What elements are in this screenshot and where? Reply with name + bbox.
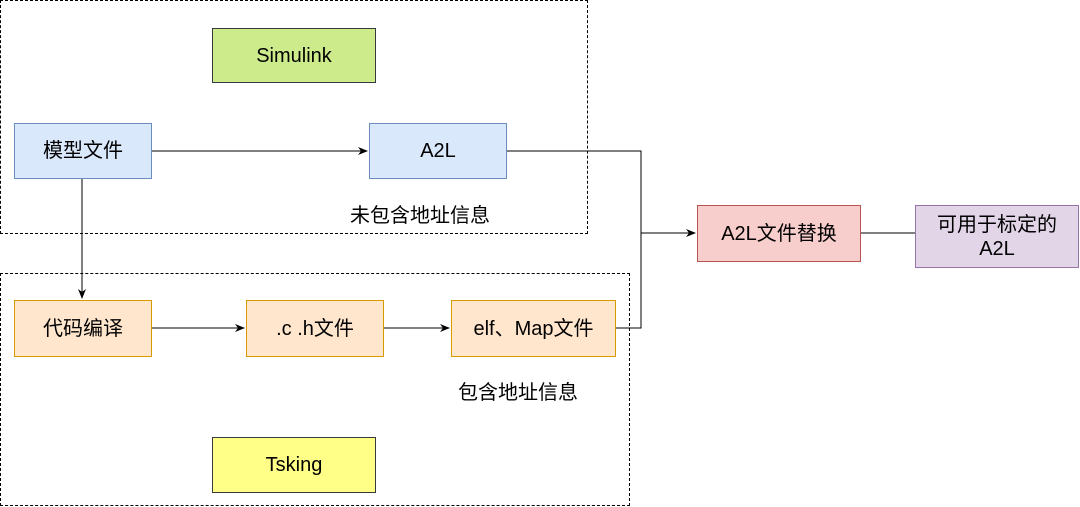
edge-a2l-to-replace — [506, 150, 696, 237]
tsking-note: 包含地址信息 — [458, 382, 578, 404]
node-a2l-replace[interactable]: A2L文件替换 — [697, 205, 861, 262]
node-c-h-files[interactable]: .c .h文件 — [246, 300, 384, 357]
simulink-note: 未包含地址信息 — [350, 205, 490, 227]
node-model-file[interactable]: 模型文件 — [14, 123, 152, 179]
tsking-title: Tsking — [212, 437, 376, 493]
tsking-group — [0, 273, 630, 506]
node-a2l[interactable]: A2L — [369, 123, 507, 179]
node-elf-map[interactable]: elf、Map文件 — [451, 300, 616, 357]
simulink-title: Simulink — [212, 28, 376, 83]
edge-elf-to-replace — [615, 233, 642, 329]
node-calibratable-a2l[interactable]: 可用于标定的A2L — [915, 205, 1079, 268]
simulink-group — [0, 0, 588, 234]
node-code-compile[interactable]: 代码编译 — [14, 300, 152, 357]
